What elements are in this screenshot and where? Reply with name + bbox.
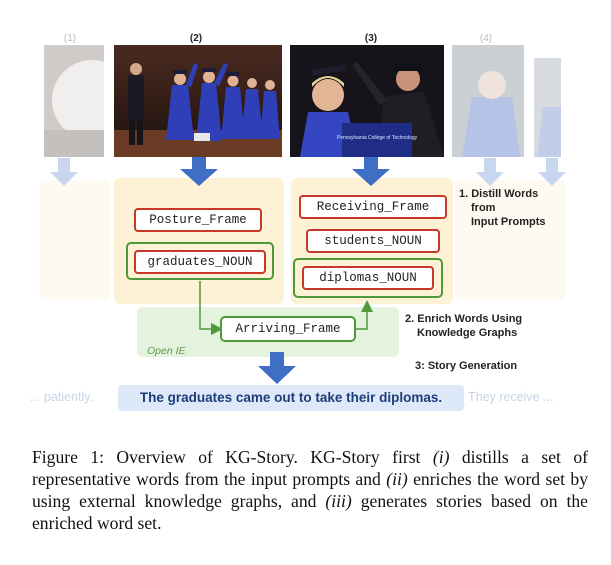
step-2-label-line1: 2. Enrich Words Using	[405, 313, 523, 325]
arriving-to-diplomas-connector	[356, 300, 373, 330]
down-arrow-faded-1	[50, 158, 78, 186]
step-1-label-line2: from	[471, 202, 496, 214]
down-arrow-faded-5	[538, 158, 566, 186]
distill-panel-2	[114, 178, 284, 304]
down-arrow-2	[180, 157, 218, 186]
input-photo-5-faded	[534, 58, 561, 157]
input-photo-3: Pennsylvania College of Technology	[290, 45, 444, 157]
caption-italic-i: (i)	[432, 447, 450, 467]
input-photo-4-faded	[452, 45, 524, 157]
caption-italic-ii: (ii)	[386, 469, 408, 489]
step-1-label-line1: 1. Distill Words	[459, 188, 539, 200]
caption-italic-iii: (iii)	[325, 491, 352, 511]
step-2-label-line2: Knowledge Graphs	[417, 327, 518, 339]
frame-arriving: Arriving_Frame	[220, 316, 356, 342]
diplomas-group	[293, 258, 443, 298]
image-label-1: (1)	[63, 33, 77, 44]
graduates-group	[126, 242, 274, 280]
image-label-4: (4)	[479, 33, 493, 44]
down-arrow-3	[352, 157, 390, 186]
diagram-arrows	[50, 157, 566, 384]
distill-panel-left-faded	[40, 180, 110, 300]
word-diplomas: diplomas_NOUN	[302, 266, 434, 290]
open-ie-label: Open IE	[147, 345, 186, 357]
caption-part-1: Figure 1: Overview of KG-Story. KG-Story…	[32, 447, 433, 467]
caption-part-2: distills a set of representative words f…	[32, 447, 588, 489]
word-graduates: graduates_NOUN	[134, 250, 266, 274]
distill-panel-right-faded	[455, 180, 565, 300]
down-arrow-faded-4	[476, 158, 504, 186]
caption-part-3: enriches the word set by using external …	[32, 469, 588, 511]
input-photo-1-faded	[44, 45, 104, 157]
podium-sign-text: Pennsylvania College of Technology	[337, 135, 418, 141]
generated-story-sentence: The graduates came out to take their dip…	[118, 385, 464, 411]
story-prefix-faded: ... patiently.	[30, 390, 93, 404]
frame-posture: Posture_Frame	[134, 208, 262, 232]
step-3-label: 3: Story Generation	[415, 360, 518, 372]
frame-receiving: Receiving_Frame	[299, 195, 447, 219]
caption-part-4: generates stories based on the enriched …	[32, 491, 588, 533]
input-photo-2	[114, 45, 282, 157]
story-suffix-faded: They receive ...	[468, 390, 554, 404]
graduates-to-arriving-connector	[199, 281, 223, 335]
step-1-label-line3: Input Prompts	[471, 216, 546, 228]
figure-caption: Figure 1: Overview of KG-Story. KG-Story…	[32, 446, 588, 534]
down-arrow-story	[258, 352, 296, 384]
word-students: students_NOUN	[306, 229, 440, 253]
image-label-3: (3)	[364, 33, 378, 44]
image-label-2: (2)	[189, 33, 203, 44]
